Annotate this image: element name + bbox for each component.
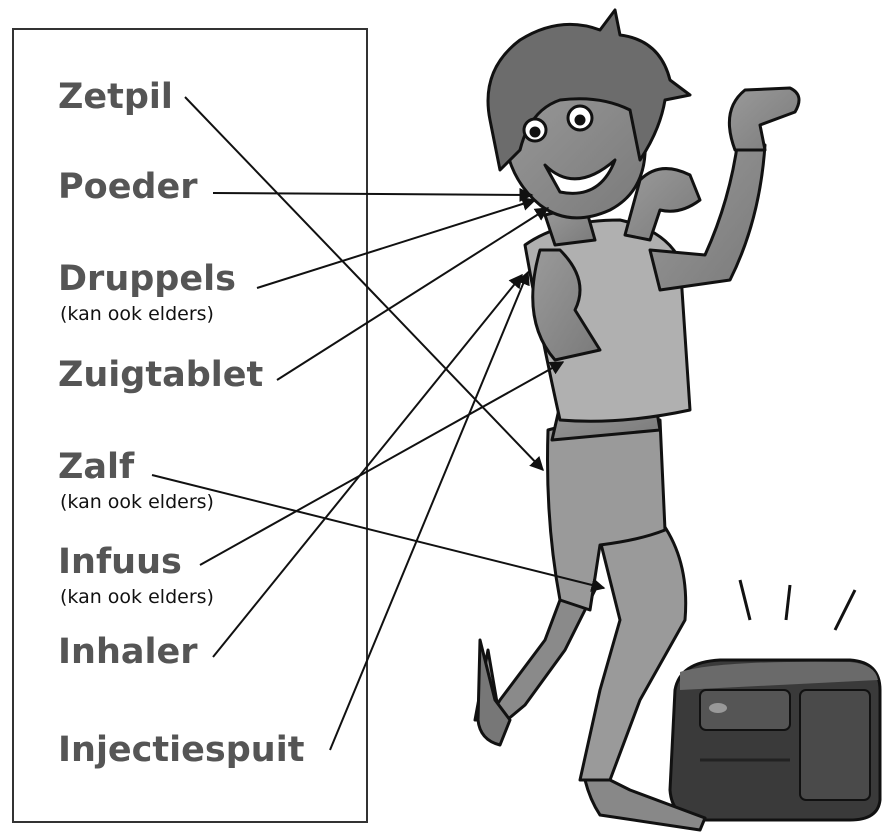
arrow-zalf bbox=[152, 475, 604, 588]
arrow-druppels bbox=[257, 200, 535, 288]
arrow-inhaler bbox=[213, 275, 522, 657]
arrow-injectiespuit bbox=[330, 272, 528, 750]
arrow-infuus bbox=[200, 362, 563, 565]
radio-illustration bbox=[670, 580, 880, 820]
arrow-zetpil bbox=[185, 97, 543, 470]
arrow-poeder bbox=[213, 193, 532, 195]
